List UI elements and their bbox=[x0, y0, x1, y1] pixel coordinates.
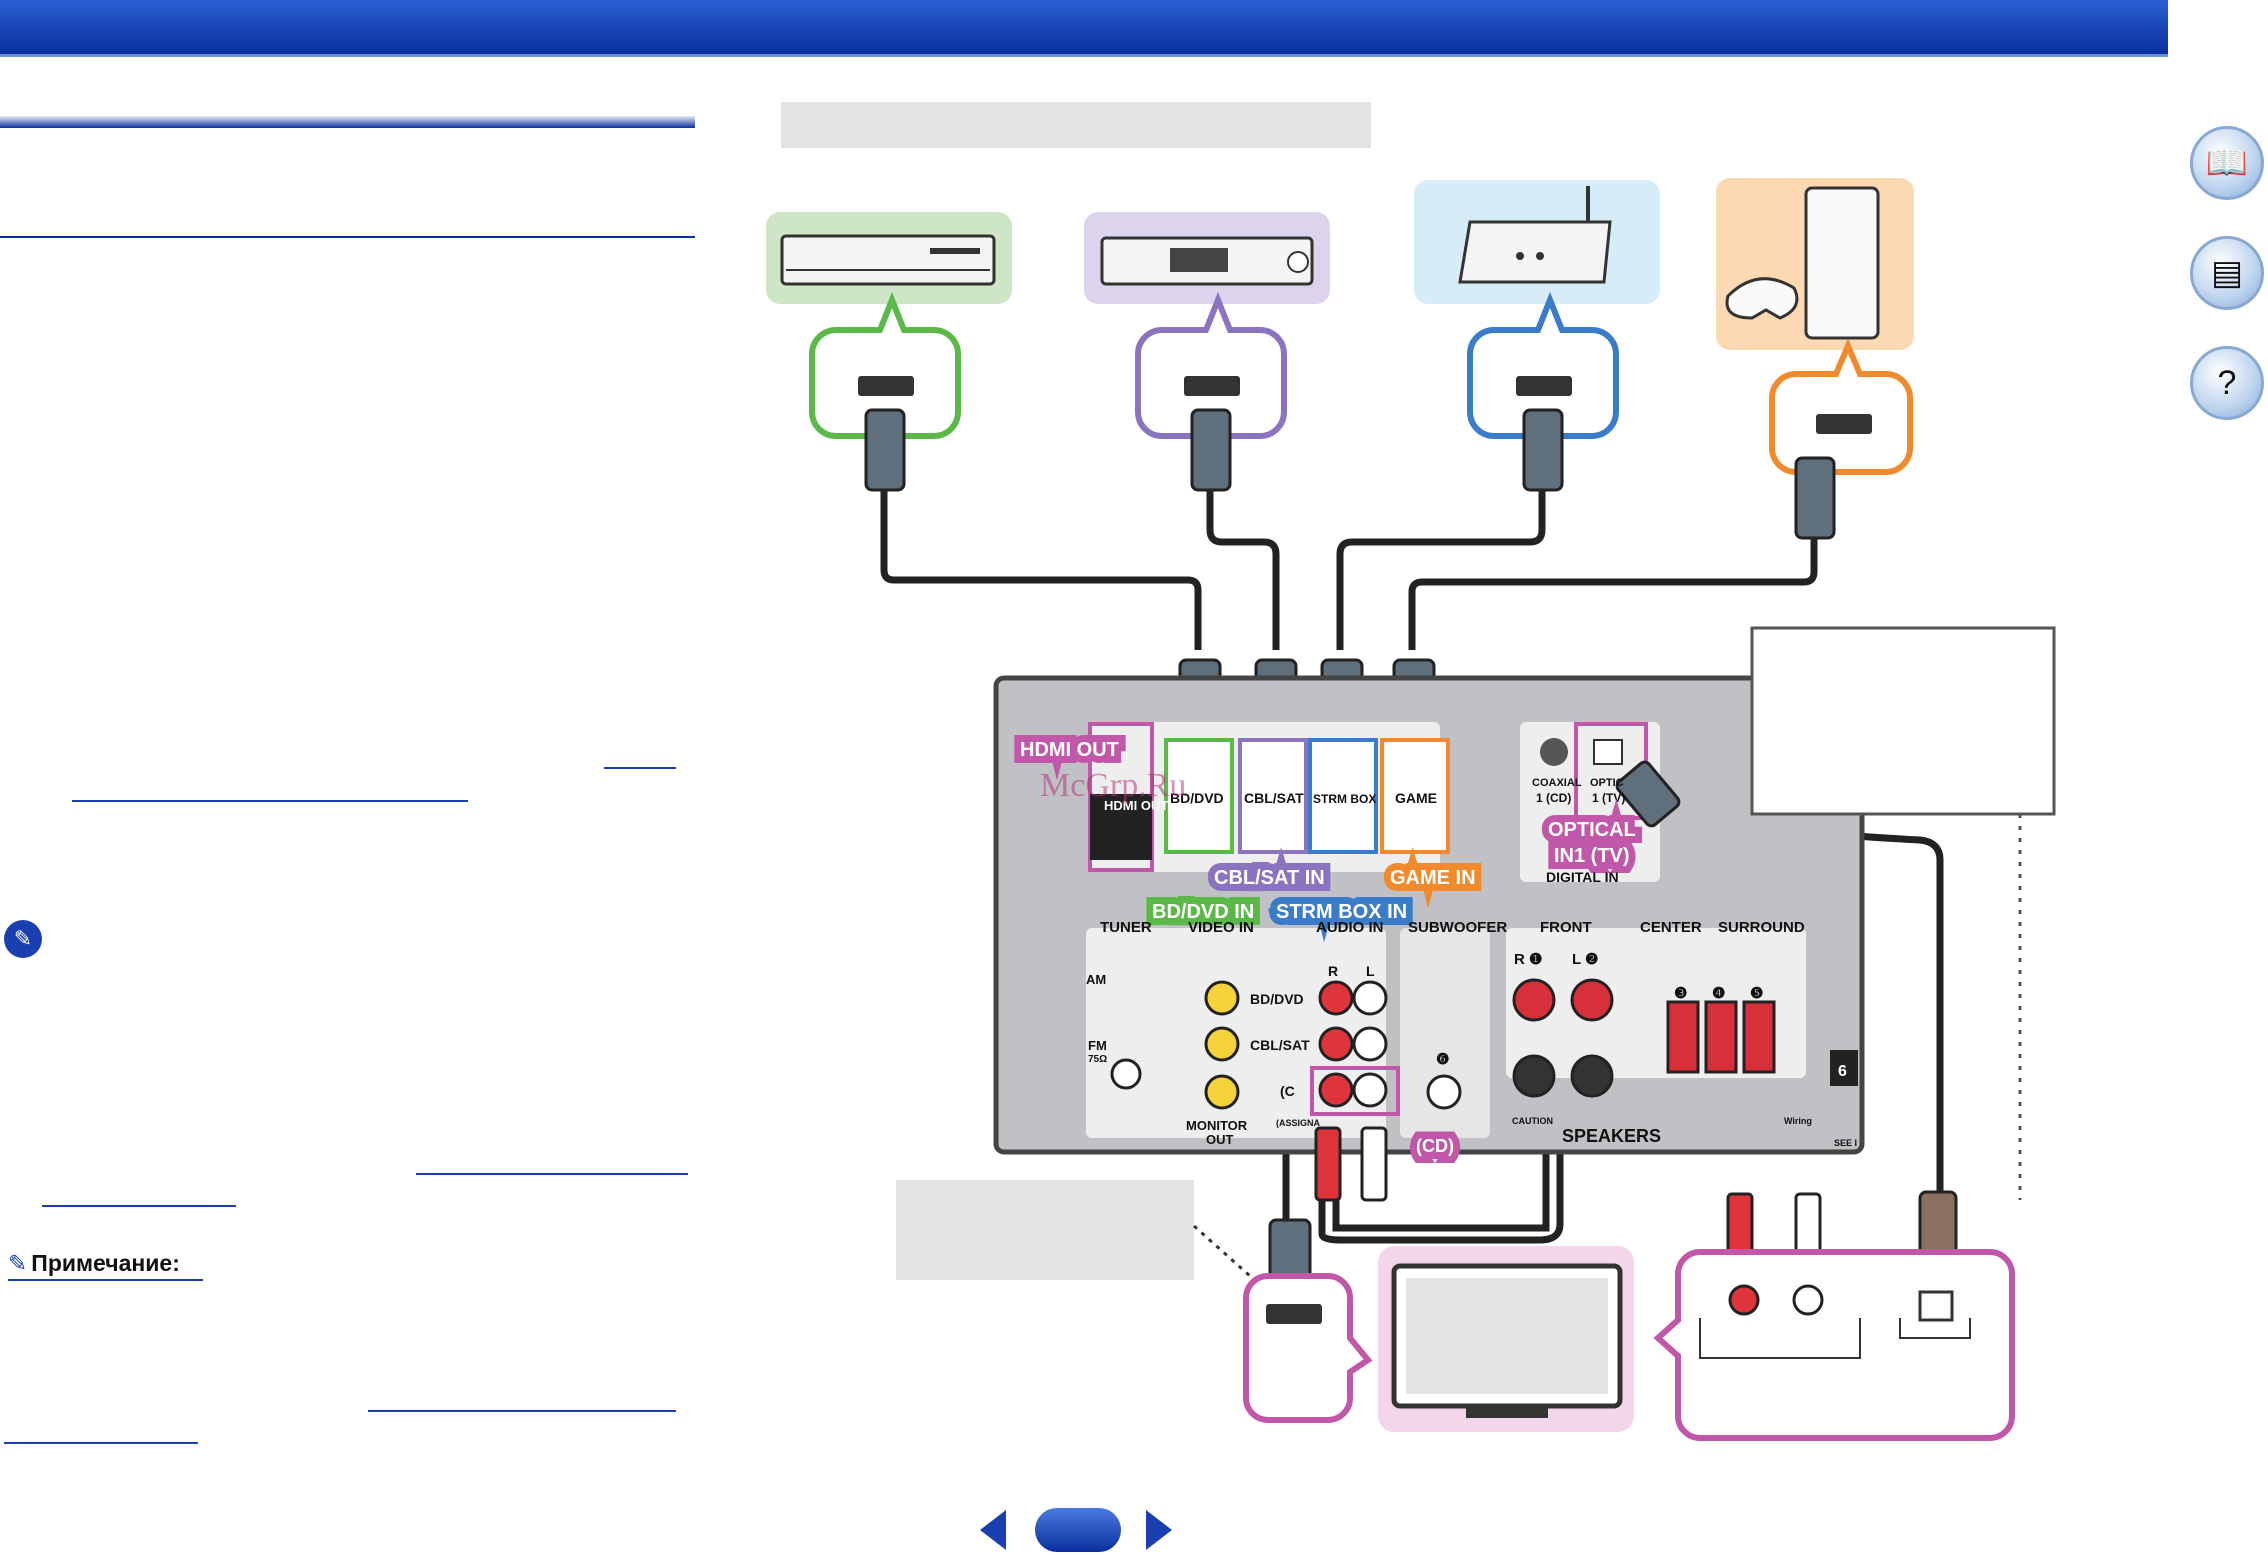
front-r-label: R ❶ bbox=[1514, 951, 1542, 968]
strm-box-input-frame bbox=[1308, 738, 1378, 854]
input-label-strm: STRM BOX bbox=[1313, 792, 1376, 806]
header-bar bbox=[0, 0, 2168, 57]
bd-hdmi-callout bbox=[809, 291, 961, 439]
previous-page-arrow-icon[interactable] bbox=[980, 1510, 1006, 1550]
wiring-label: Wiring bbox=[1784, 1116, 1812, 1126]
coaxial-label: COAXIAL bbox=[1532, 777, 1582, 789]
monitor-out-label-2: OUT bbox=[1206, 1132, 1234, 1147]
diagram-heading bbox=[781, 102, 1371, 148]
cross-ref-link-3a[interactable] bbox=[368, 1410, 676, 1412]
front-label: FRONT bbox=[1540, 919, 1592, 936]
game-console-tile bbox=[1716, 178, 1914, 350]
tv-hdmi-callout bbox=[1243, 1273, 1373, 1423]
audio-bd-label: BD/DVD bbox=[1250, 991, 1304, 1007]
optical-label: OPTIC bbox=[1590, 777, 1624, 789]
bd-dvd-input-frame bbox=[1164, 738, 1234, 854]
input-label-game: GAME bbox=[1395, 790, 1437, 806]
bd-player-tile bbox=[766, 212, 1012, 304]
cross-ref-link-3b[interactable] bbox=[4, 1442, 198, 1444]
watermark: McGrp.Ru bbox=[1040, 767, 1186, 804]
important-icon: ✎ bbox=[4, 920, 42, 958]
hdmi-out-port bbox=[1090, 794, 1152, 860]
cross-ref-link-1a[interactable] bbox=[604, 767, 676, 769]
audio-r-label: R bbox=[1328, 963, 1338, 979]
page-number-button[interactable] bbox=[1035, 1508, 1121, 1552]
speakers-label: SPEAKERS bbox=[1562, 1126, 1661, 1146]
monitor-out-label-1: MONITOR bbox=[1186, 1118, 1248, 1133]
caution-label: CAUTION bbox=[1512, 1116, 1553, 1126]
cbl-hdmi-callout bbox=[1135, 291, 1287, 439]
audio-in-label: AUDIO IN bbox=[1316, 919, 1384, 936]
optical-sub-label: 1 (TV) bbox=[1592, 791, 1625, 805]
digital-in-label: DIGITAL IN bbox=[1546, 869, 1619, 885]
input-label-bd: BD/DVD bbox=[1170, 790, 1224, 806]
connection-diagram: HDMI OUT HDMI OUT BD/DVD CBL/SAT STRM BO… bbox=[766, 178, 2056, 1441]
cbl-sat-input-frame bbox=[1238, 738, 1308, 854]
cross-ref-link-2a[interactable] bbox=[416, 1173, 688, 1175]
surround-r-num-label: ❹ bbox=[1712, 985, 1725, 1002]
optical-tag-line1: OPTICAL bbox=[1548, 819, 1636, 841]
game-in-tag: GAME IN bbox=[1390, 867, 1476, 889]
fm-ohm-label: 75Ω bbox=[1088, 1054, 1107, 1065]
surround-label: SURROUND bbox=[1718, 919, 1805, 936]
fm-label: FM bbox=[1088, 1038, 1107, 1053]
center-num-label: ❸ bbox=[1674, 985, 1687, 1002]
pencil-icon: ✎ bbox=[8, 1250, 28, 1276]
note-label: ✎Примечание: bbox=[8, 1250, 180, 1276]
help-icon[interactable]: ? bbox=[2190, 346, 2264, 420]
cross-ref-link-2b[interactable] bbox=[42, 1205, 236, 1207]
front-l-label: L ❷ bbox=[1572, 951, 1599, 968]
audio-cbl-label: CBL/SAT bbox=[1250, 1037, 1310, 1053]
tuner-label: TUNER bbox=[1100, 919, 1152, 936]
see-label: SEE I bbox=[1834, 1138, 1857, 1148]
note-underline bbox=[8, 1279, 203, 1281]
cbl-in-tag: CBL/SAT IN bbox=[1214, 867, 1325, 889]
section-heading-rule bbox=[0, 116, 695, 128]
game-hdmi-callout bbox=[1769, 338, 1913, 475]
assign-label: (ASSIGNA bbox=[1276, 1118, 1321, 1128]
optical-tag-line2: IN1 (TV) bbox=[1554, 845, 1630, 867]
surround-l-num-label: ❺ bbox=[1750, 985, 1763, 1002]
subwoofer-label: SUBWOOFER bbox=[1408, 919, 1507, 936]
subwoofer-num-label: ❻ bbox=[1436, 1051, 1449, 1068]
tv-note-box bbox=[896, 1180, 1194, 1280]
section-underline bbox=[0, 236, 695, 238]
subwoofer-area bbox=[1400, 928, 1490, 1138]
next-page-arrow-icon[interactable] bbox=[1146, 1510, 1172, 1550]
receiver-icon[interactable]: ▤ bbox=[2190, 236, 2264, 310]
cable-box-tile bbox=[1084, 212, 1330, 304]
streaming-box-tile bbox=[1414, 180, 1660, 304]
tv-audio-callout bbox=[1653, 1249, 2015, 1441]
coaxial-sub-label: 1 (CD) bbox=[1536, 791, 1571, 805]
hdmi-out-port-label: HDMI OUT bbox=[1104, 798, 1168, 813]
num-6-box-label: 6 bbox=[1838, 1063, 1847, 1080]
center-label: CENTER bbox=[1640, 919, 1702, 936]
audio-l-label: L bbox=[1366, 963, 1375, 979]
strm-hdmi-callout bbox=[1467, 291, 1619, 439]
am-label: AM bbox=[1086, 972, 1106, 987]
cd-audio-in-frame bbox=[1310, 1066, 1400, 1116]
hdmi-out-tag: HDMI OUT bbox=[1020, 739, 1119, 761]
game-input-frame bbox=[1380, 738, 1450, 854]
audio-cd-partial-label: (C bbox=[1280, 1083, 1295, 1099]
book-icon[interactable]: 📖 bbox=[2190, 126, 2264, 200]
input-label-cbl: CBL/SAT bbox=[1244, 790, 1304, 806]
cross-ref-link-1b[interactable] bbox=[72, 800, 468, 802]
optical-note-box bbox=[1750, 626, 2056, 816]
cd-tag: (CD) bbox=[1416, 1136, 1454, 1156]
video-in-label: VIDEO IN bbox=[1188, 919, 1254, 936]
